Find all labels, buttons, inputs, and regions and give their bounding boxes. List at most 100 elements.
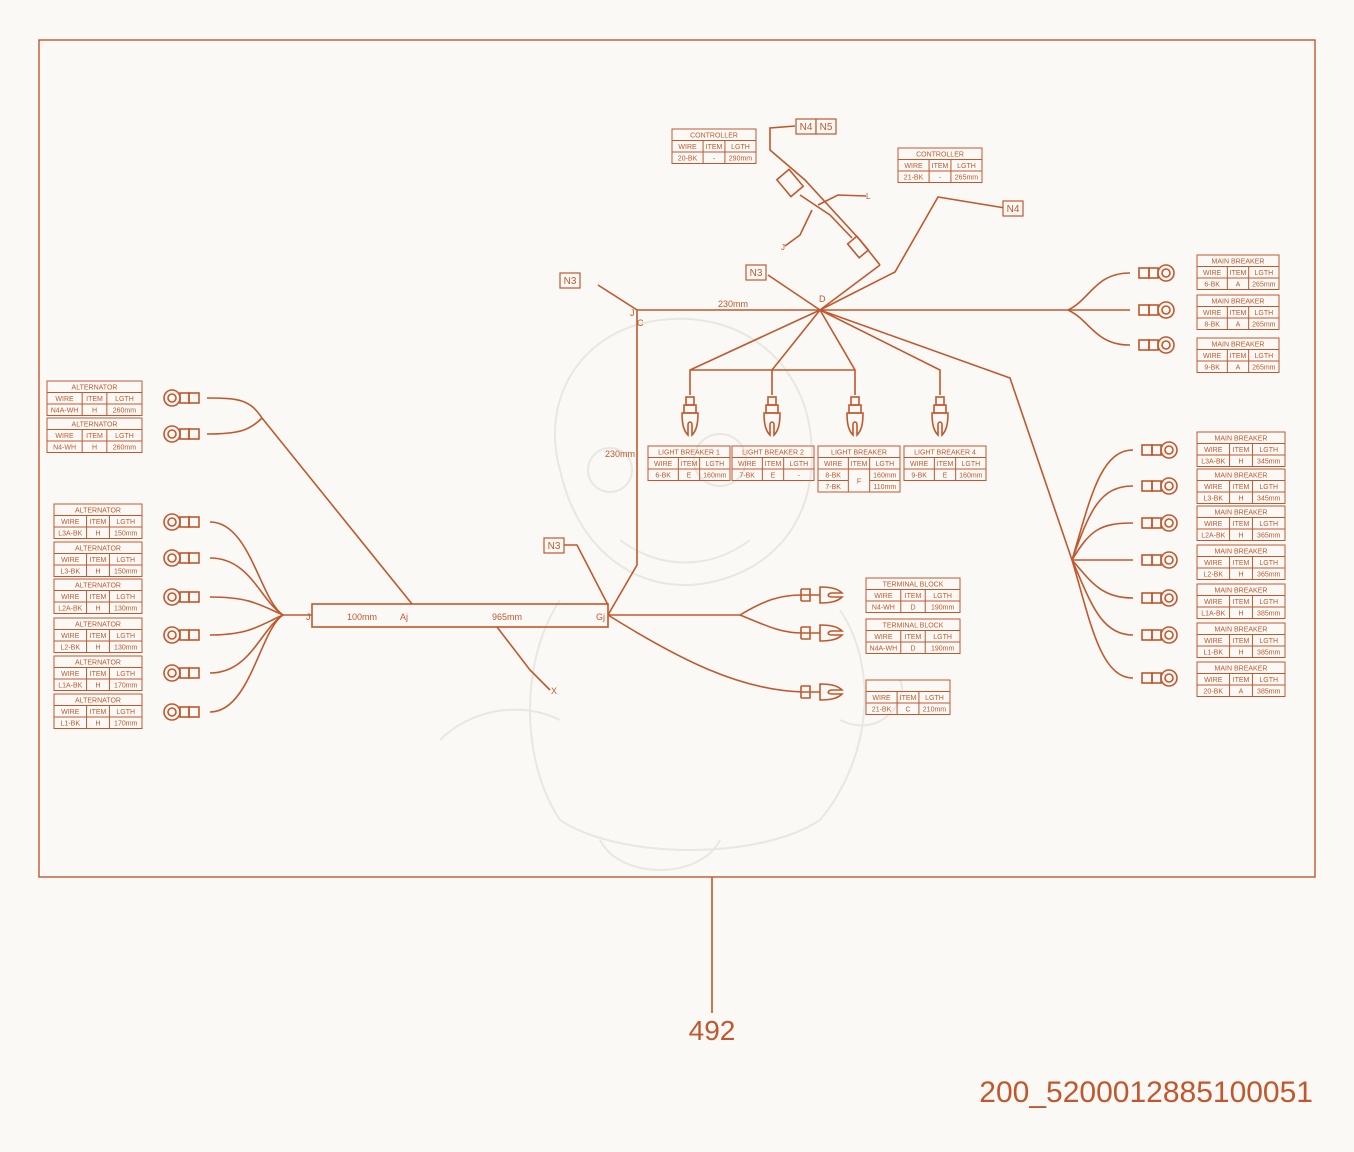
table-title: ALTERNATOR: [75, 660, 121, 667]
table-title: ALTERNATOR: [75, 583, 121, 590]
col-header-wire: WIRE: [1204, 484, 1223, 491]
col-header-lgth: LGTH: [789, 461, 808, 468]
cell-wire: 21-BK: [872, 707, 892, 714]
col-header-lgth: LGTH: [1259, 599, 1278, 606]
point-label-j-left: J: [306, 612, 311, 622]
cell-wire: L1-BK: [1204, 650, 1224, 657]
col-header-wire: WIRE: [1204, 447, 1223, 454]
cell-lgth: 170mm: [114, 683, 138, 690]
cell-wire: 9-BK: [1204, 365, 1220, 372]
cell-lgth: 345mm: [1257, 496, 1281, 503]
length-label-100: 100mm: [347, 612, 377, 622]
table-title: ALTERNATOR: [75, 508, 121, 515]
col-header-wire: WIRE: [1204, 560, 1223, 567]
cell-lgth: 385mm: [1257, 689, 1281, 696]
node-n3-lower: N3: [543, 537, 565, 554]
point-label-c: C: [637, 318, 644, 328]
col-header-item: ITEM: [905, 634, 922, 641]
node-n4-top: N4: [795, 118, 817, 135]
svg-text:N3: N3: [750, 268, 763, 279]
col-header-item: ITEM: [1233, 521, 1250, 528]
table-title: CONTROLLER: [916, 152, 964, 159]
cell-item: E: [943, 473, 948, 480]
cell-item: A: [1236, 322, 1241, 329]
cell-item: -: [713, 156, 716, 163]
col-header-wire: WIRE: [1204, 599, 1223, 606]
cell-item: H: [1238, 496, 1243, 503]
cell-item: D: [910, 646, 915, 653]
fork-terminals: [800, 586, 843, 701]
cell-lgth: 150mm: [114, 569, 138, 576]
cell-item: H: [95, 569, 100, 576]
col-header-item: ITEM: [90, 633, 107, 640]
col-header-item: ITEM: [90, 594, 107, 601]
cell-wire: L2A-BK: [1201, 533, 1225, 540]
col-header-wire: WIRE: [910, 461, 929, 468]
cell-item: H: [95, 645, 100, 652]
cell-lgth: 345mm: [1257, 459, 1281, 466]
col-header-lgth: LGTH: [1254, 353, 1273, 360]
cell-item: H: [92, 408, 97, 415]
table-title: MAIN BREAKER: [1212, 259, 1265, 266]
table-title: MAIN BREAKER: [1212, 342, 1265, 349]
col-header-wire: WIRE: [874, 634, 893, 641]
cell-lgth: 260mm: [113, 408, 137, 415]
col-header-lgth: LGTH: [116, 671, 135, 678]
length-label-965: 965mm: [492, 612, 522, 622]
col-header-item: ITEM: [900, 695, 917, 702]
col-header-item: ITEM: [765, 461, 782, 468]
cell-lgth: 265mm: [1252, 282, 1276, 289]
col-header-lgth: LGTH: [1259, 677, 1278, 684]
cell-item: H: [1238, 611, 1243, 618]
cell-wire: 6-BK: [1204, 282, 1220, 289]
cell-wire: L2-BK: [61, 645, 81, 652]
svg-text:N3: N3: [548, 541, 561, 552]
svg-text:N5: N5: [820, 122, 833, 133]
cell-lgth: 260mm: [113, 445, 137, 452]
col-header-item: ITEM: [86, 433, 103, 440]
node-n3-center: N3: [745, 264, 767, 281]
cell-wire: 8-BK: [825, 473, 841, 480]
cell-wire: 20-BK: [1204, 689, 1224, 696]
col-header-wire: WIRE: [61, 557, 80, 564]
col-header-lgth: LGTH: [1259, 638, 1278, 645]
cell-item: C: [905, 707, 910, 714]
cell-item: H: [92, 445, 97, 452]
callout-number: 492: [689, 1015, 736, 1046]
col-header-lgth: LGTH: [116, 633, 135, 640]
table-title: MAIN BREAKER: [1212, 299, 1265, 306]
col-header-wire: WIRE: [1203, 270, 1222, 277]
cell-item: H: [95, 606, 100, 613]
table-title: ALTERNATOR: [75, 622, 121, 629]
cell-item: A: [1236, 282, 1241, 289]
svg-text:N4: N4: [1007, 204, 1020, 215]
col-header-lgth: LGTH: [705, 461, 724, 468]
col-header-item: ITEM: [1230, 270, 1247, 277]
col-header-lgth: LGTH: [1259, 521, 1278, 528]
col-header-lgth: LGTH: [1254, 310, 1273, 317]
table-title: ALTERNATOR: [72, 385, 118, 392]
cell-lgth: 130mm: [114, 606, 138, 613]
cell-lgth: 160mm: [959, 473, 983, 480]
cell-wire: 21-BK: [904, 175, 924, 182]
col-header-wire: WIRE: [61, 709, 80, 716]
watermark-mascot: [439, 317, 903, 871]
point-label-x: X: [551, 686, 557, 696]
table-title: LIGHT BREAKER 2: [742, 450, 804, 457]
table-title: TERMINAL BLOCK: [883, 623, 944, 630]
cell-wire: 8-BK: [1204, 322, 1220, 329]
cell-lgth: -: [798, 473, 801, 480]
cell-wire: 7-BK: [739, 473, 755, 480]
cell-lgth: 265mm: [1252, 322, 1276, 329]
